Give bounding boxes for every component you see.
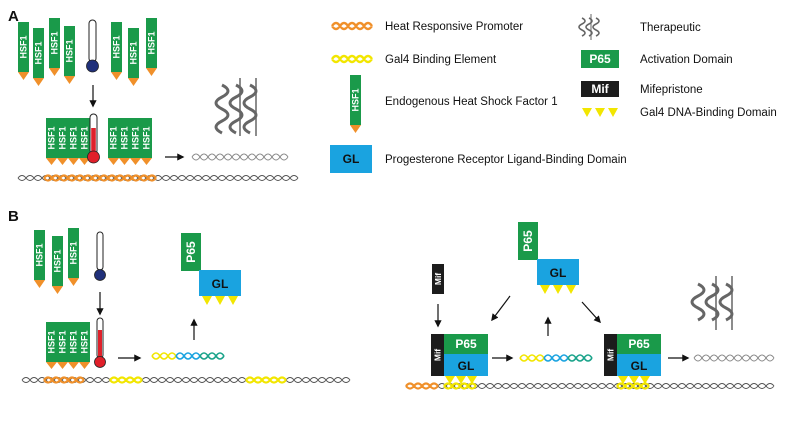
hsf1-free-group-a xyxy=(18,18,157,86)
mrna-therapeutic-a xyxy=(191,153,289,161)
legend-dna-binding: Gal4 DNA-Binding Domain xyxy=(640,107,777,119)
legend-heat-promoter-icon xyxy=(331,21,373,31)
svg-text:P65: P65 xyxy=(521,230,535,252)
svg-text:GL: GL xyxy=(550,266,567,280)
mrna-b1-yellow xyxy=(151,352,177,360)
mif-free: Mif xyxy=(432,264,444,294)
legend-dna-binding-icon xyxy=(582,108,618,117)
svg-text:GL: GL xyxy=(458,359,475,373)
bound-complex-left: Mif P65 GL xyxy=(431,334,488,384)
svg-text:Mif: Mif xyxy=(606,349,616,361)
therapeutic-icon-b xyxy=(690,276,734,330)
legend-p65-label: P65 xyxy=(589,52,611,66)
legend-gl-label: GL xyxy=(343,152,360,166)
hsf1-bound-group-b xyxy=(46,322,90,369)
gal4-element-b2 xyxy=(245,376,287,384)
legend-activation: Activation Domain xyxy=(640,54,733,66)
legend-p65-icon xyxy=(581,50,619,68)
mrna-b2-yellow xyxy=(519,354,545,362)
legend-gal4-element: Gal4 Binding Element xyxy=(385,54,497,66)
arrow-top-left xyxy=(491,295,511,322)
mrna-b2-green xyxy=(567,354,593,362)
legend-mif-label: Mif xyxy=(591,82,609,96)
gal4-element-b-right1 xyxy=(443,382,477,390)
svg-text:P65: P65 xyxy=(628,337,650,351)
legend-mif-icon xyxy=(581,81,619,97)
mrna-therapeutic-b xyxy=(693,354,775,362)
heat-promoter-b xyxy=(43,376,85,384)
dna-strand-a xyxy=(17,175,299,181)
legend-hsf1-icon xyxy=(350,75,361,133)
mrna-b1-green xyxy=(199,352,225,360)
svg-text:P65: P65 xyxy=(184,241,198,263)
svg-text:GL: GL xyxy=(631,359,648,373)
gal4-element-b1 xyxy=(109,376,143,384)
legend-therapeutic: Therapeutic xyxy=(640,22,701,34)
legend-mifepristone: Mifepristone xyxy=(640,84,703,96)
hsf1-free-group-b xyxy=(34,228,79,294)
svg-text:Mif: Mif xyxy=(433,273,443,285)
bound-complex-right: Mif P65 GL xyxy=(604,334,661,384)
therapeutic-icon-a xyxy=(214,78,258,136)
thermometer-hot-icon xyxy=(87,113,100,164)
thermometer-cold-icon-b xyxy=(94,231,106,281)
thermometer-hot-icon-b xyxy=(94,317,106,368)
fusion-protein-top: P65 GL xyxy=(518,222,579,294)
legend-gl-icon xyxy=(330,145,372,173)
legend-gal4-element-icon xyxy=(331,54,373,64)
svg-text:Mif: Mif xyxy=(433,349,443,361)
legend: Heat Responsive Promoter Gal4 Binding El… xyxy=(330,14,777,173)
panel-b-label: B xyxy=(8,208,19,225)
thermometer-cold-icon xyxy=(86,19,99,73)
svg-text:P65: P65 xyxy=(455,337,477,351)
legend-heat-promoter: Heat Responsive Promoter xyxy=(385,21,523,33)
fusion-protein-b1: P65 GL xyxy=(181,233,241,305)
heat-promoter-b-right xyxy=(405,382,439,390)
gal4-element-b-right2 xyxy=(616,382,650,390)
dna-strand-b-right xyxy=(405,383,775,389)
heat-promoter-a xyxy=(43,174,157,182)
legend-hsf1: Endogenous Heat Shock Factor 1 xyxy=(385,96,558,108)
mrna-b1-blue xyxy=(175,352,201,360)
legend-therapeutic-icon xyxy=(578,14,600,40)
svg-text:GL: GL xyxy=(212,277,229,291)
mrna-b2-blue xyxy=(543,354,569,362)
legend-gl: Progesterone Receptor Ligand-Binding Dom… xyxy=(385,154,627,166)
arrow-top-right xyxy=(581,301,601,324)
panel-a-label: A xyxy=(8,8,19,25)
